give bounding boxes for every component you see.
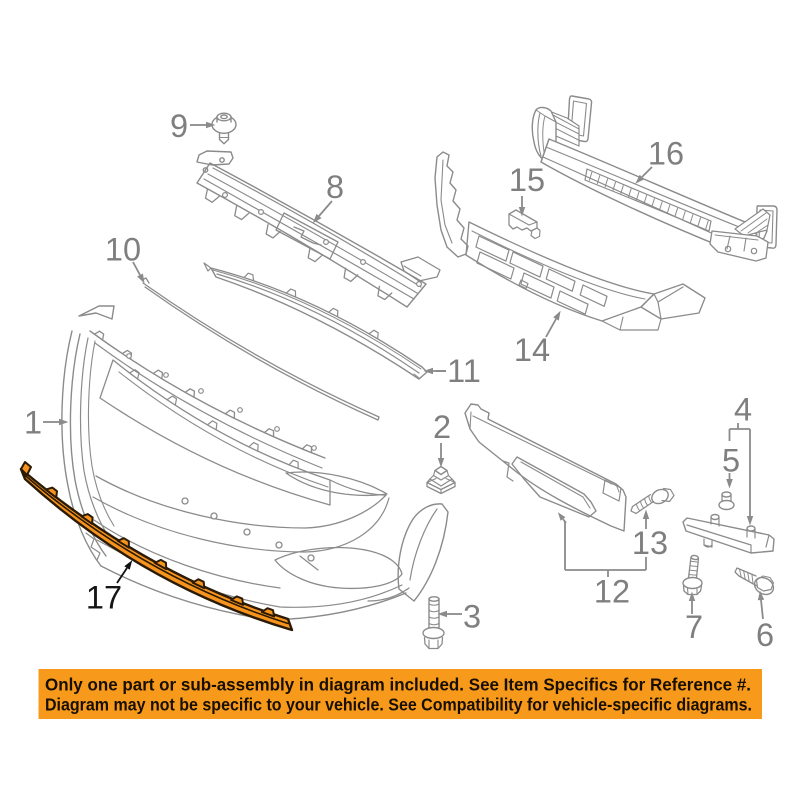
svg-text:3: 3 [463, 599, 481, 635]
svg-text:5: 5 [722, 443, 740, 479]
svg-text:7: 7 [685, 609, 703, 645]
svg-text:4: 4 [734, 392, 752, 428]
svg-text:14: 14 [514, 332, 550, 368]
svg-text:Only one part or sub-assembly: Only one part or sub-assembly in diagram… [45, 675, 751, 695]
svg-text:12: 12 [594, 574, 630, 610]
svg-text:9: 9 [170, 108, 188, 144]
svg-text:11: 11 [447, 353, 481, 389]
svg-text:10: 10 [105, 232, 141, 268]
svg-text:17: 17 [86, 580, 122, 616]
svg-text:15: 15 [509, 162, 545, 198]
svg-text:Diagram may not be specific to: Diagram may not be specific to your vehi… [45, 695, 752, 715]
svg-text:6: 6 [756, 617, 774, 653]
svg-text:1: 1 [24, 405, 42, 441]
svg-text:13: 13 [632, 525, 668, 561]
svg-text:16: 16 [648, 136, 684, 172]
svg-text:2: 2 [433, 409, 451, 445]
svg-text:8: 8 [326, 169, 344, 205]
